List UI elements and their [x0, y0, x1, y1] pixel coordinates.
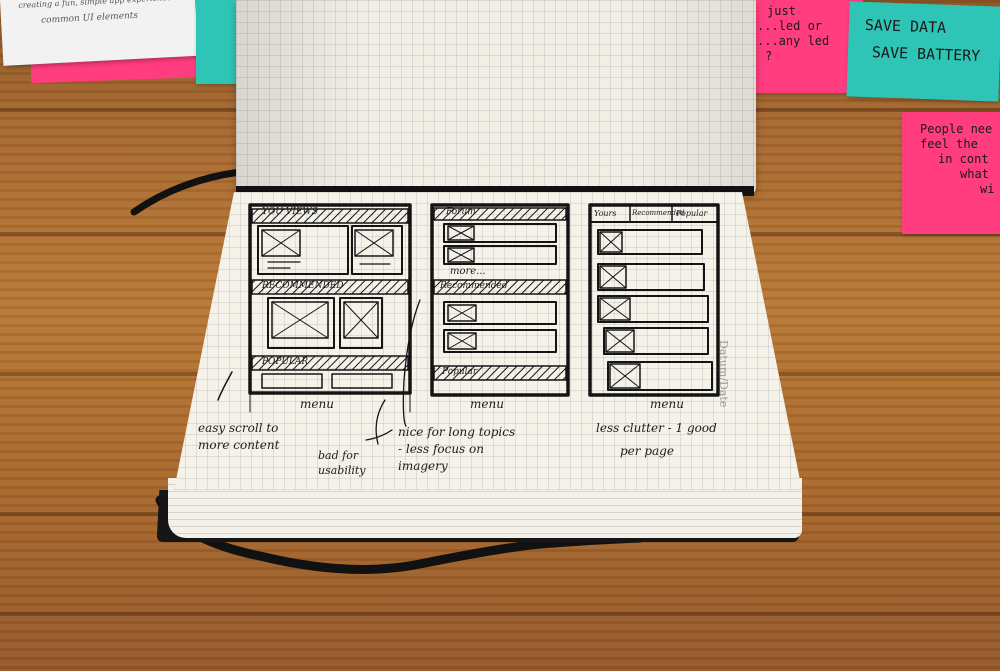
sticky-note-line: ...led or — [757, 19, 823, 33]
notebook-page-upper — [236, 0, 756, 194]
sticky-note-line: in cont — [938, 152, 989, 166]
sticky-note-line: just — [767, 4, 796, 18]
sticky-note-line: ? — [765, 49, 773, 63]
sticky-note-line: ...any led — [757, 34, 830, 48]
sticky-note-line: People nee — [920, 122, 993, 136]
wf2-section-label: Recommended — [440, 281, 508, 291]
wf1-annotation-secondary: bad for usability — [318, 449, 366, 478]
notebook-spine-top — [236, 186, 754, 196]
sticky-note-line: what — [960, 167, 989, 181]
wf2-annotation: nice for long topics - less focus on ima… — [398, 425, 516, 473]
wireframe-2 — [365, 203, 570, 441]
wf2-header-label: Forum — [446, 207, 476, 217]
wf1-section-label: RECOMMENDED — [262, 281, 344, 291]
sticky-note-line: wi — [980, 182, 995, 196]
elastic-band — [130, 168, 645, 574]
wf1-section-label: POPULAR — [262, 357, 309, 367]
wf3-tab-label: Yours — [594, 209, 617, 218]
wf1-header-label: YOU VIEWS — [262, 207, 318, 217]
wf2-menu-label: menu — [470, 397, 504, 411]
sticky-note-pink-right: People nee feel the in cont what wi — [902, 112, 1000, 234]
wf3-annotation: less clutter - 1 good — [596, 421, 717, 435]
wf3-menu-label: menu — [650, 397, 684, 411]
wf1-menu-label: menu — [300, 397, 334, 411]
sticky-note-pink-top: just ...led or ...any led ? — [745, 0, 863, 93]
wf2-more-label: more... — [450, 266, 486, 277]
wf2-section-label: Popular — [442, 367, 478, 377]
wf3-annotation-secondary: per page — [620, 444, 674, 458]
wireframe-1 — [217, 203, 412, 445]
wf3-tab-label: Popular — [676, 209, 708, 218]
sticky-note-line: feel the — [920, 137, 978, 151]
wood-grain-line — [0, 612, 1000, 616]
page-shading — [236, 0, 756, 194]
wf1-annotation: easy scroll to more content — [198, 421, 280, 452]
wireframe-3 — [588, 203, 720, 397]
wf3-tab-label: Recommended — [632, 209, 685, 217]
